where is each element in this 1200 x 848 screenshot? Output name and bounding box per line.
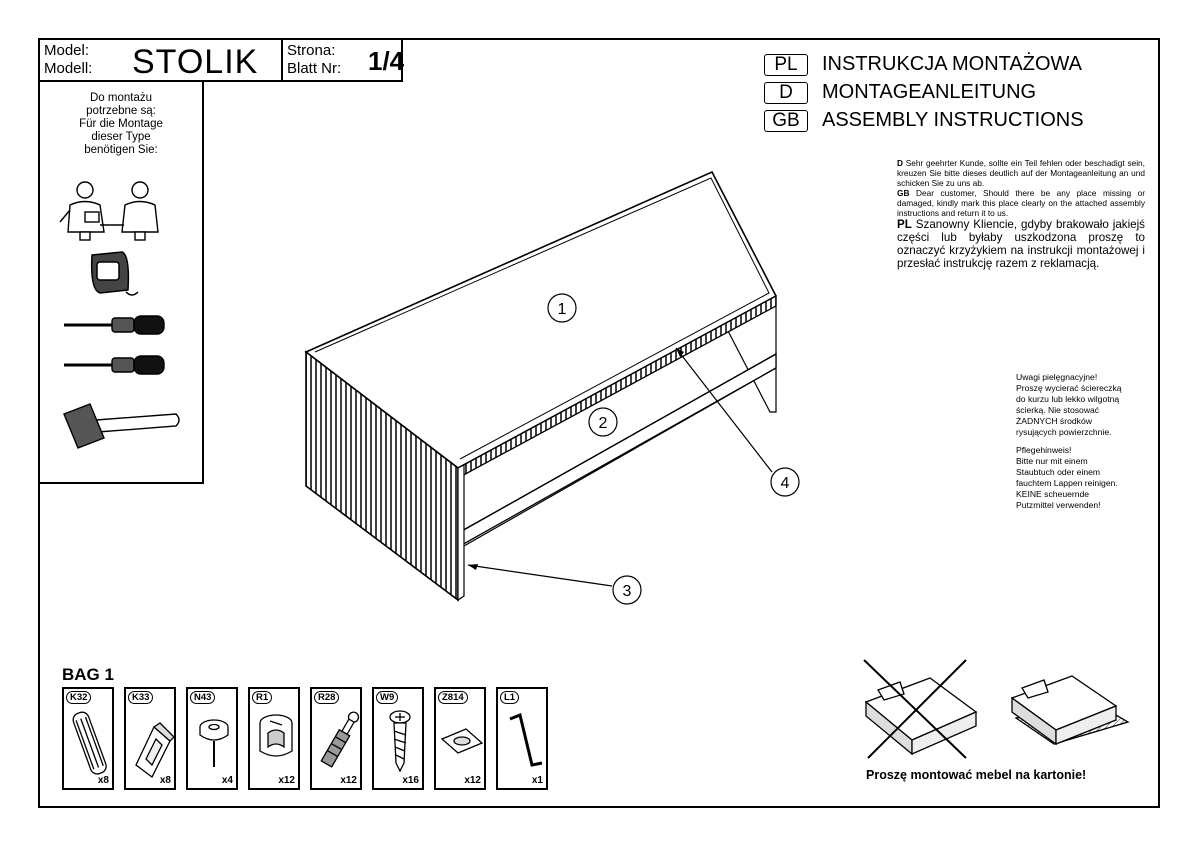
care-line: Putzmittel verwenden!	[1016, 500, 1101, 510]
corner-bracket-icon	[135, 722, 175, 778]
model-label: Model:	[44, 42, 90, 59]
callout-3	[612, 575, 642, 605]
part-code: Z814	[438, 691, 468, 704]
two-workers-icon	[59, 181, 159, 241]
callout-1	[547, 293, 577, 323]
callout-3-label: 3	[623, 583, 632, 600]
required-tools-box: Do montażu potrzebne są: Für die Montage…	[38, 80, 204, 484]
notice-gb: GB Dear customer, Should there be any pl…	[897, 188, 1145, 218]
screw-icon	[389, 710, 411, 773]
notice-gb-text: Dear customer, Should there be any place…	[897, 188, 1145, 218]
care-line: Pflegehinweis!	[1016, 445, 1072, 455]
lang-code: GB	[764, 110, 808, 132]
dowel-icon	[72, 711, 107, 775]
care-line: do kurzu lub lekko wilgotną	[1016, 394, 1120, 404]
part-code: K32	[66, 691, 92, 704]
care-line: Bitte nur mit einem	[1016, 456, 1088, 466]
part-code: W9	[376, 691, 399, 704]
lang-title: ASSEMBLY INSTRUCTIONS	[822, 109, 1084, 131]
callout-2-label: 2	[599, 415, 608, 432]
part-qty: x12	[278, 775, 295, 786]
callout-1-label: 1	[558, 301, 567, 318]
part-w9: W9 x16	[372, 687, 424, 790]
notice-d-code: D	[897, 158, 903, 168]
notice-pl: PL Szanowny Kliencie, gdyby brakowało ja…	[897, 218, 1145, 270]
part-n43: N43 x4	[186, 687, 238, 790]
part-r1: R1 x12	[248, 687, 300, 790]
part-code: K33	[128, 691, 154, 704]
page-header: Strona: Blatt Nr: 1/4	[281, 38, 405, 82]
care-line: Proszę wycierać ściereczką	[1016, 383, 1122, 393]
care-line: ŻADNYCH środków	[1016, 416, 1092, 426]
allen-key-icon	[509, 712, 543, 767]
notice-d: D Sehr geehrter Kunde, sollte ein Teil f…	[897, 158, 1145, 188]
phillips-screwdriver-icon	[64, 355, 165, 375]
notice-d-text: Sehr geehrter Kunde, sollte ein Teil feh…	[897, 158, 1145, 188]
part-l1: L1 x1	[496, 687, 548, 790]
part-qty: x12	[464, 775, 481, 786]
care-line: rysujących powierzchnie.	[1016, 427, 1112, 437]
blatt-label: Blatt Nr:	[287, 60, 342, 77]
part-qty: x4	[221, 775, 233, 786]
care-line: Staubtuch oder einem	[1016, 467, 1101, 477]
model-name: STOLIK	[132, 43, 259, 81]
care-note-pl: Uwagi pielęgnacyjne! Proszę wycierać ści…	[1016, 372, 1146, 438]
lang-code: PL	[764, 54, 808, 76]
mallet-icon	[63, 403, 180, 449]
part-code: N43	[190, 691, 216, 704]
tools-intro-line: Do montażu	[89, 92, 152, 104]
part-z814: Z814 x12	[434, 687, 486, 790]
tools-intro: Do montażu potrzebne są: Für die Montage…	[40, 92, 202, 157]
care-line: KEINE scheuernde	[1016, 489, 1090, 499]
glide-foot-icon	[199, 719, 229, 767]
care-note-de: Pflegehinweis! Bitte nur mit einem Staub…	[1016, 445, 1146, 511]
part-r28: R28 x12	[310, 687, 362, 790]
part-qty: x8	[159, 775, 171, 786]
care-line: fauchtem Lappen reinigen.	[1016, 478, 1118, 488]
cardboard-note: Proszę montować mebel na kartonie!	[866, 768, 1087, 782]
missing-parts-notice: D Sehr geehrter Kunde, sollte ein Teil f…	[897, 158, 1145, 270]
part-k33: K33 x8	[124, 687, 176, 790]
care-line: ścierką. Nie stosować	[1016, 405, 1100, 415]
tools-intro-line: benötigen Sie:	[84, 144, 158, 156]
lang-d: D MONTAGEANLEITUNG	[764, 80, 1036, 104]
part-qty: x12	[340, 775, 357, 786]
lang-title: MONTAGEANLEITUNG	[822, 81, 1037, 103]
tools-intro-line: Für die Montage	[79, 118, 163, 130]
cam-lock-icon	[259, 714, 293, 757]
on-cardboard-illustration	[1010, 675, 1130, 746]
page-number: 1/4	[368, 46, 405, 76]
no-cardboard-illustration	[863, 659, 978, 759]
bag-title: BAG 1	[62, 665, 114, 684]
lang-pl: PL INSTRUKCJA MONTAŻOWA	[764, 52, 1082, 76]
lang-code: D	[764, 82, 808, 104]
notice-pl-code: PL	[897, 218, 912, 231]
part-k32: K32 x8	[62, 687, 114, 790]
strona-label: Strona:	[287, 42, 336, 59]
callout-4	[770, 467, 800, 497]
flat-screwdriver-icon	[64, 315, 165, 335]
tools-intro-line: dieser Type	[91, 131, 151, 143]
part-code: L1	[500, 691, 520, 704]
tape-measure-icon	[90, 251, 139, 296]
part-code: R1	[252, 691, 273, 704]
tools-intro-line: potrzebne są:	[86, 105, 156, 117]
cam-bolt-icon	[320, 711, 360, 768]
callout-2	[588, 407, 618, 437]
part-qty: x8	[97, 775, 109, 786]
modell-label: Modell:	[44, 60, 93, 77]
part-code: R28	[314, 691, 340, 704]
part-qty: x1	[531, 775, 543, 786]
lang-gb: GB ASSEMBLY INSTRUCTIONS	[764, 108, 1084, 132]
notice-pl-text: Szanowny Kliencie, gdyby brakowało jakie…	[897, 218, 1145, 270]
part-qty: x16	[402, 775, 419, 786]
care-line: Uwagi pielęgnacyjne!	[1016, 372, 1098, 382]
cover-cap-icon	[440, 728, 484, 754]
callout-4-label: 4	[781, 475, 790, 492]
notice-gb-code: GB	[897, 188, 910, 198]
lang-title: INSTRUKCJA MONTAŻOWA	[822, 53, 1082, 75]
